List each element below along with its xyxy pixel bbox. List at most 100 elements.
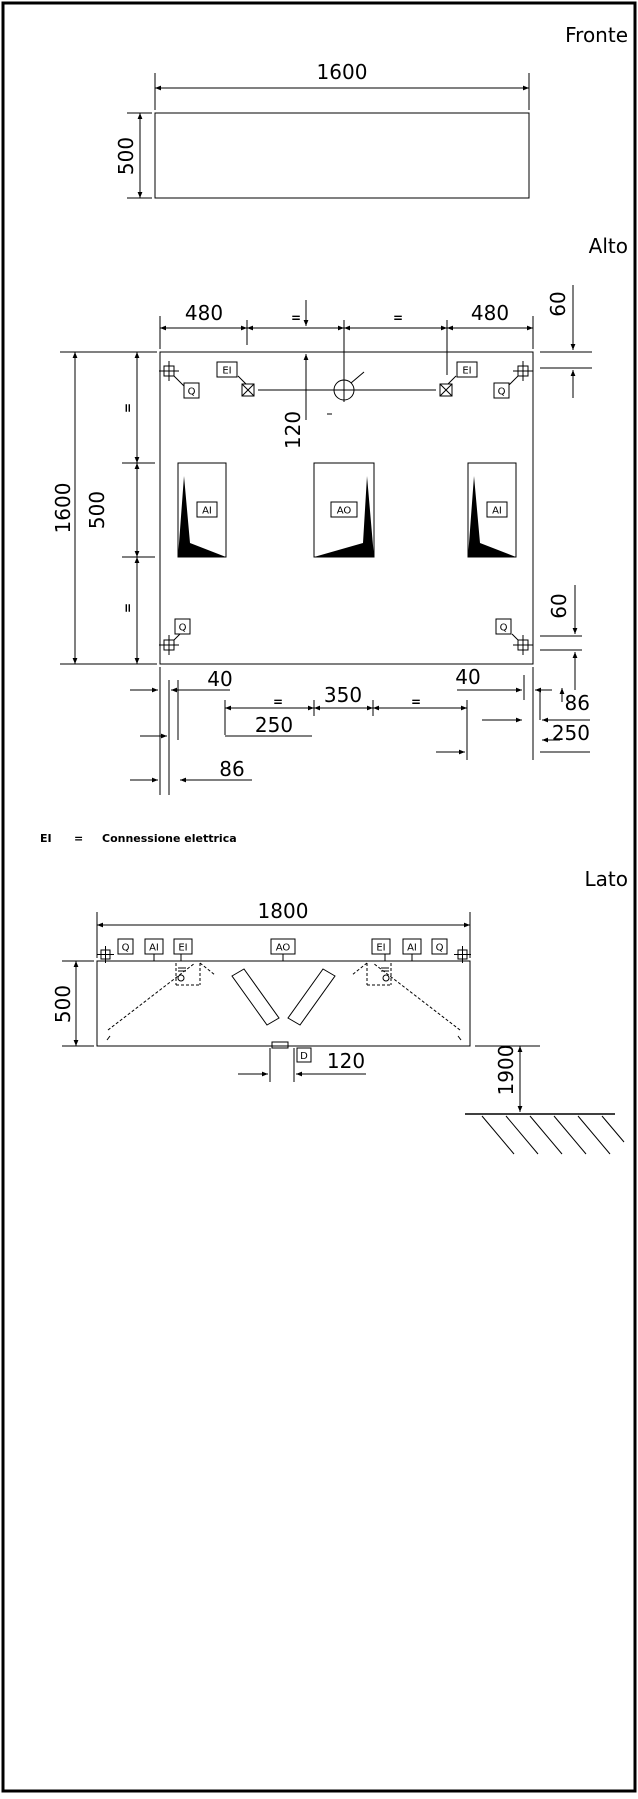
cross bbox=[241, 383, 255, 397]
hatch bbox=[553, 1115, 587, 1155]
tag-q: Q bbox=[188, 387, 196, 398]
tag-box bbox=[371, 938, 391, 955]
hidden-line bbox=[199, 962, 216, 976]
hidden-line bbox=[107, 962, 196, 1031]
tag-ei: EI bbox=[178, 943, 187, 954]
hidden-line bbox=[351, 962, 368, 976]
dim-label-1900: 1900 bbox=[494, 1045, 518, 1096]
dim-label-500: 500 bbox=[85, 491, 109, 529]
tag-box bbox=[330, 501, 358, 518]
dim-label-250-left: 250 bbox=[255, 713, 293, 737]
drain bbox=[271, 1041, 289, 1049]
side-filter-right bbox=[287, 968, 336, 1026]
dim-label-480-left: 480 bbox=[185, 301, 223, 325]
dim-label-eq: = bbox=[273, 695, 283, 709]
tag-d: D bbox=[300, 1051, 308, 1062]
ei-connector-left bbox=[241, 383, 255, 397]
front-view bbox=[127, 73, 530, 199]
top-view-symbols bbox=[159, 361, 533, 655]
side-body bbox=[96, 960, 471, 1047]
filter-right-shade bbox=[468, 476, 516, 557]
dim-label-480-right: 480 bbox=[471, 301, 509, 325]
front-height-label: 500 bbox=[114, 137, 138, 175]
front-body bbox=[154, 112, 530, 199]
internal-dashed bbox=[107, 962, 461, 1031]
tag-box bbox=[456, 361, 478, 378]
view-title-lato: Lato bbox=[585, 867, 628, 891]
filter-left-shade bbox=[178, 476, 226, 557]
tick bbox=[457, 1035, 462, 1041]
legend: EI = Connessione elettrica bbox=[40, 832, 237, 845]
legend-eq: = bbox=[74, 832, 83, 845]
hatch bbox=[481, 1115, 515, 1155]
tag-box bbox=[144, 938, 164, 955]
dim-label-86-left: 86 bbox=[219, 757, 244, 781]
tag-box bbox=[216, 361, 238, 378]
dim-label-40-right: 40 bbox=[455, 665, 480, 689]
tag-box bbox=[183, 382, 200, 399]
leader bbox=[447, 375, 457, 385]
top-body bbox=[159, 351, 534, 665]
tag-box bbox=[296, 1047, 312, 1063]
legend-text: Connessione elettrica bbox=[102, 832, 237, 845]
top-view-labels: 480 = = 480 60 1600 = 500 = 120 60 40 40… bbox=[51, 291, 590, 781]
dim-label-eq: = bbox=[291, 311, 301, 325]
side-filter-left bbox=[231, 968, 280, 1026]
dim-label-60-top: 60 bbox=[546, 291, 570, 316]
tag-box bbox=[495, 618, 512, 635]
tag-ei: EI bbox=[462, 366, 471, 377]
side-view-tags bbox=[117, 938, 448, 1063]
hidden-line bbox=[372, 962, 461, 1031]
dim-label-86-right: 86 bbox=[565, 691, 590, 715]
top-view bbox=[60, 285, 592, 795]
leader bbox=[173, 375, 185, 387]
dim-label-eq: = bbox=[411, 695, 421, 709]
tag-ai: AI bbox=[202, 506, 212, 517]
tag-box bbox=[402, 938, 422, 955]
tag-box bbox=[174, 618, 191, 635]
view-title-fronte: Fronte bbox=[565, 23, 628, 47]
leader bbox=[511, 633, 519, 641]
tag-box bbox=[117, 938, 134, 955]
filter-center-shade bbox=[314, 476, 374, 557]
hatch bbox=[505, 1115, 539, 1155]
screw bbox=[382, 974, 390, 982]
dim-label-eq: = bbox=[393, 311, 403, 325]
tag-q: Q bbox=[436, 943, 444, 954]
ei-connector-right bbox=[439, 383, 453, 397]
dim-label-250-right: 250 bbox=[552, 721, 590, 745]
tag-q: Q bbox=[122, 943, 130, 954]
top-view-tag-text: Q Q Q Q EI EI AI AO AI bbox=[179, 366, 508, 634]
tag-ei: EI bbox=[222, 366, 231, 377]
dim-label-350: 350 bbox=[324, 683, 362, 707]
tag-box bbox=[270, 938, 296, 955]
dim-label-side-500: 500 bbox=[51, 985, 75, 1023]
dim-label-60-bottom: 60 bbox=[547, 593, 571, 618]
leader bbox=[507, 375, 519, 387]
tag-ai: AI bbox=[407, 943, 417, 954]
side-view-labels: 1800 500 120 1900 bbox=[51, 899, 518, 1095]
leader bbox=[350, 371, 365, 384]
tag-box bbox=[493, 382, 510, 399]
view-title-alto: Alto bbox=[589, 234, 628, 258]
legend-code: EI bbox=[40, 832, 52, 845]
top-view-tags bbox=[174, 361, 512, 635]
screw bbox=[177, 974, 185, 982]
tag-q: Q bbox=[500, 623, 508, 634]
dim-label-1800: 1800 bbox=[258, 899, 309, 923]
dim-label-eq-v: = bbox=[121, 403, 135, 413]
hatch bbox=[577, 1115, 611, 1155]
tag-ao: AO bbox=[337, 506, 352, 517]
dim-label-drain-120: 120 bbox=[327, 1049, 365, 1073]
tag-ai: AI bbox=[492, 506, 502, 517]
tag-box bbox=[196, 501, 218, 518]
side-view bbox=[62, 912, 625, 1155]
tag-q: Q bbox=[498, 387, 506, 398]
dim-label-1600: 1600 bbox=[51, 483, 75, 534]
hatch bbox=[529, 1115, 563, 1155]
leader bbox=[237, 375, 247, 385]
hatch bbox=[601, 1115, 625, 1143]
dim-label-40-left: 40 bbox=[207, 667, 232, 691]
